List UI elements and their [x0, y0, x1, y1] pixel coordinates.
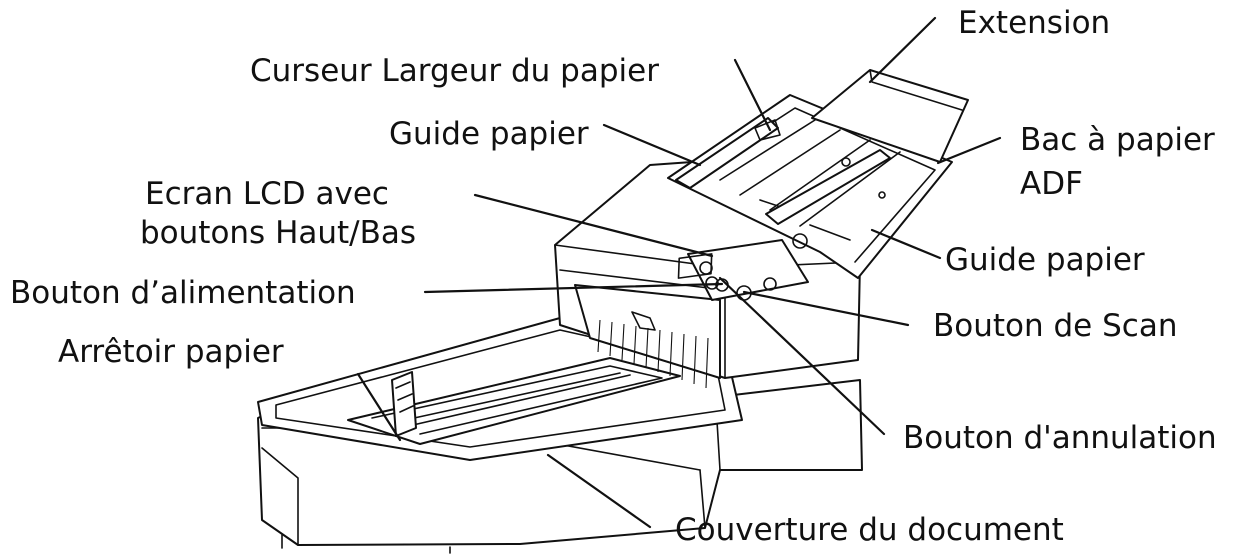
leader-power-button	[423, 282, 724, 294]
label-adf-tray-line2: ADF	[1020, 166, 1083, 202]
leader-paper-width-slider	[733, 58, 772, 132]
scanner-illustration	[257, 69, 969, 554]
leader-adf-tray	[936, 136, 1002, 165]
roller-slats	[597, 319, 709, 389]
label-document-cover: Couverture du document	[675, 512, 1064, 548]
label-extension: Extension	[958, 5, 1110, 41]
callout-labels: Extension Curseur Largeur du papier Guid…	[10, 5, 1217, 548]
label-paper-stopper: Arrêtoir papier	[58, 334, 284, 370]
leader-paper-guide-top	[602, 123, 702, 167]
paper-guide-right-shape	[765, 149, 891, 225]
label-paper-guide-right: Guide papier	[945, 242, 1145, 278]
down-button	[705, 276, 719, 290]
leader-lcd	[473, 193, 714, 258]
cancel-button-icon	[763, 277, 777, 291]
leader-paper-guide-right	[870, 228, 942, 260]
leader-extension	[868, 16, 937, 84]
label-power-button: Bouton d’alimentation	[10, 275, 356, 311]
paper-stopper	[391, 371, 417, 437]
leader-document-cover	[546, 453, 652, 529]
leader-scan-button	[742, 290, 910, 327]
label-paper-guide-top: Guide papier	[389, 116, 589, 152]
label-adf-tray-line1: Bac à papier	[1020, 122, 1215, 158]
leader-cancel-button	[718, 276, 886, 436]
leader-paper-stopper	[356, 372, 402, 442]
leader-lines	[356, 16, 1002, 529]
label-lcd-line2: boutons Haut/Bas	[140, 215, 416, 251]
lcd-screen	[677, 253, 713, 279]
label-lcd-line1: Ecran LCD avec	[145, 176, 389, 212]
extension-tray	[811, 69, 969, 163]
label-cancel-button: Bouton d'annulation	[903, 420, 1217, 456]
up-button	[699, 261, 713, 275]
label-paper-width-slider: Curseur Largeur du papier	[250, 53, 659, 89]
label-scan-button: Bouton de Scan	[933, 308, 1177, 344]
